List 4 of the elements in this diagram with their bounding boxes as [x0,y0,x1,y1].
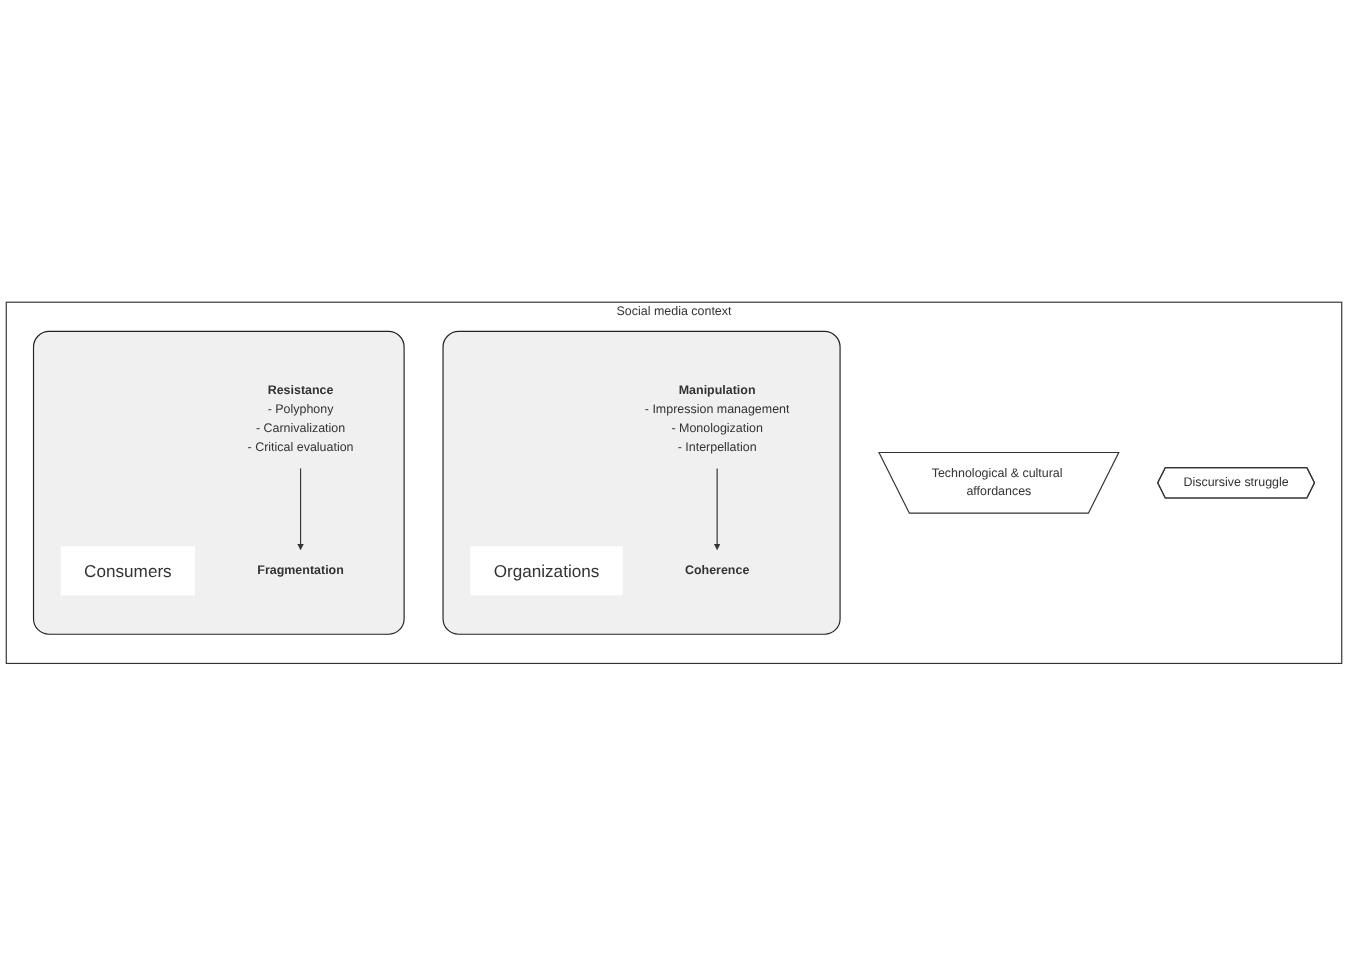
arrow [713,467,721,550]
cluster [442,330,841,634]
cluster [32,330,405,634]
arrow [297,467,304,550]
